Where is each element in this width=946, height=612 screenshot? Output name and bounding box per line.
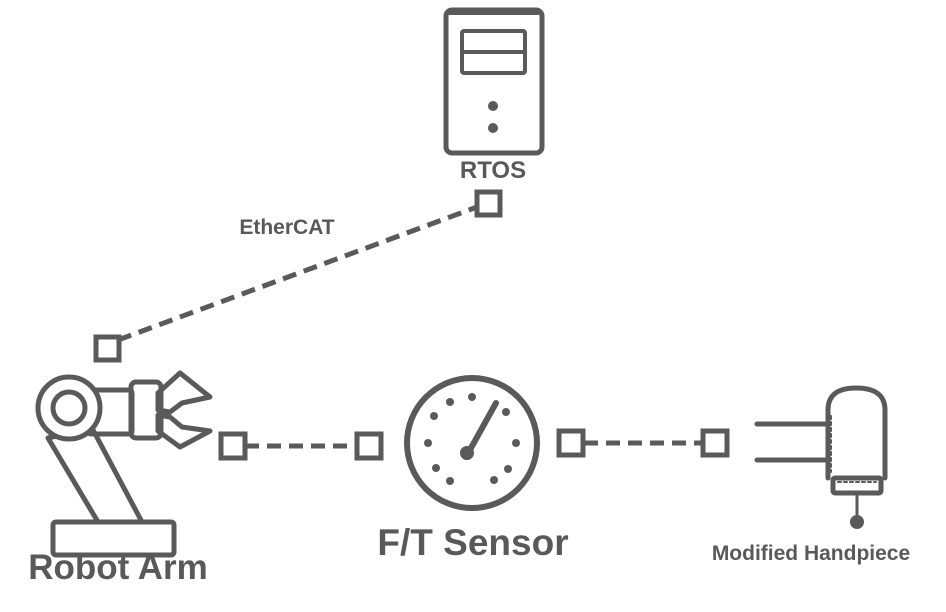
handpiece-label: Modified Handpiece xyxy=(712,542,910,565)
ft-sensor-label: F/T Sensor xyxy=(377,522,568,563)
rtos-label: RTOS xyxy=(460,157,526,184)
sensor-handpiece-port-right xyxy=(700,428,730,458)
arm-sensor-port-right xyxy=(354,431,384,461)
ethercat-dashed-line xyxy=(117,204,478,343)
ft-sensor-gauge-icon xyxy=(404,375,540,511)
robot-arm-label: Robot Arm xyxy=(28,548,208,587)
robot-arm-port-square xyxy=(93,334,122,363)
robot-arm-icon xyxy=(35,370,213,558)
sensor-to-handpiece-connection xyxy=(556,428,730,458)
arm-sensor-port-left xyxy=(218,431,248,461)
rtos-port-square xyxy=(474,189,503,218)
ethercat-connection xyxy=(93,189,503,363)
rtos-server-icon xyxy=(443,7,545,156)
arm-to-sensor-connection xyxy=(218,431,384,461)
sensor-handpiece-port-left xyxy=(556,428,586,458)
handpiece-icon xyxy=(754,385,888,529)
ethercat-label: EtherCAT xyxy=(239,216,334,239)
